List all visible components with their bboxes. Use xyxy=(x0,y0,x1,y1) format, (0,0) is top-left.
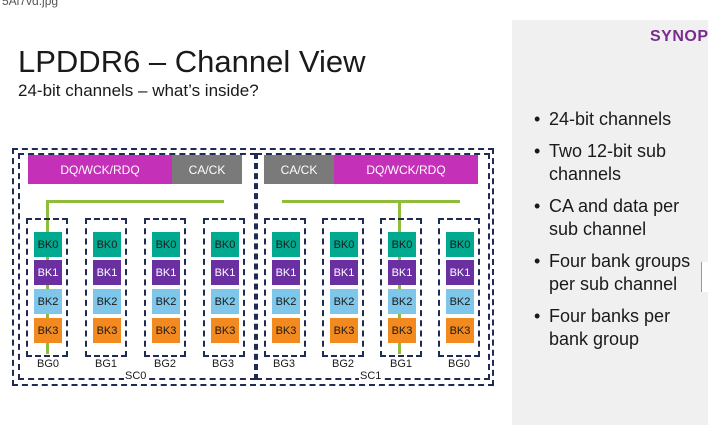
bank-group-label: BG2 xyxy=(331,358,356,370)
bullet-item: • Two 12-bit sub channels xyxy=(534,140,706,186)
bullet-dot-icon: • xyxy=(534,251,541,271)
sc0-bank-group-box xyxy=(26,218,68,357)
bank-group-label: BG2 xyxy=(153,358,178,370)
browser-top-strip: 5Ai7vd.jpg xyxy=(0,0,708,20)
bank-bk2: BK2 xyxy=(152,289,180,314)
bank-bk3: BK3 xyxy=(93,318,121,343)
sc1-bank-group-box xyxy=(264,218,306,357)
bank-bk3: BK3 xyxy=(388,318,416,343)
bank-bk2: BK2 xyxy=(446,289,474,314)
bullet-item: • Four bank groups per sub channel xyxy=(534,250,706,296)
synopsys-logo: SYNOPSY xyxy=(650,28,708,45)
bullet-item: • Four banks per bank group xyxy=(534,305,706,351)
slide-subtitle: 24-bit channels – what’s inside? xyxy=(18,81,259,100)
bank-bk1: BK1 xyxy=(152,260,180,285)
bullet-dot-icon: • xyxy=(534,306,541,326)
sc0-bank-group-box xyxy=(85,218,127,357)
bank-bk2: BK2 xyxy=(93,289,121,314)
bank-bk2: BK2 xyxy=(388,289,416,314)
bank-bk3: BK3 xyxy=(152,318,180,343)
bank-bk0: BK0 xyxy=(272,232,300,257)
bank-bk0: BK0 xyxy=(211,232,239,257)
bank-group-label: BG1 xyxy=(94,358,119,370)
filename-label: 5Ai7vd.jpg xyxy=(2,0,59,8)
bank-bk3: BK3 xyxy=(34,318,62,343)
bullet-text: Four bank groups per sub channel xyxy=(549,251,691,294)
bullet-text: 24-bit channels xyxy=(549,109,672,129)
sc0-bus-line xyxy=(46,200,224,203)
slide-side-panel xyxy=(512,20,708,425)
bank-bk1: BK1 xyxy=(330,260,358,285)
bank-group-label: BG3 xyxy=(211,358,236,370)
bank-bk2: BK2 xyxy=(211,289,239,314)
sc0-bank-group-box xyxy=(144,218,186,357)
bank-group-label: BG0 xyxy=(36,358,61,370)
subchannel-label-sc0: SC0 xyxy=(124,370,148,382)
window-edge xyxy=(701,262,708,292)
bank-bk0: BK0 xyxy=(93,232,121,257)
bank-bk1: BK1 xyxy=(211,260,239,285)
bullet-list: • 24-bit channels • Two 12-bit sub channel… xyxy=(534,108,706,360)
channel-outline xyxy=(12,148,494,386)
bullet-text: CA and data per sub channel xyxy=(549,196,680,239)
bullet-dot-icon: • xyxy=(534,109,541,129)
bank-bk2: BK2 xyxy=(272,289,300,314)
sc0-dq-bus: DQ/WCK/RDQ xyxy=(28,155,172,184)
bank-bk1: BK1 xyxy=(388,260,416,285)
bank-bk3: BK3 xyxy=(211,318,239,343)
bank-bk1: BK1 xyxy=(93,260,121,285)
bullet-text: Two 12-bit sub channels xyxy=(549,141,667,184)
sc1-bus-line xyxy=(282,200,460,203)
sc1-bank-group-box xyxy=(438,218,480,357)
bank-bk3: BK3 xyxy=(272,318,300,343)
channel-diagram: DQ/WCK/RDQ CA/CK BK0 BK1 BK2 BK3 BG0 BK0… xyxy=(12,148,494,386)
bullet-dot-icon: • xyxy=(534,196,541,216)
bank-bk3: BK3 xyxy=(330,318,358,343)
sc1-bank-group-box xyxy=(322,218,364,357)
bank-bk0: BK0 xyxy=(34,232,62,257)
slide-title: LPDDR6 – Channel View xyxy=(18,44,366,79)
bank-group-label: BG3 xyxy=(272,358,297,370)
sc1-dq-bus: DQ/WCK/RDQ xyxy=(334,155,478,184)
sc0-ca-bus: CA/CK xyxy=(172,155,242,184)
bank-bk0: BK0 xyxy=(330,232,358,257)
subchannel-label-sc1: SC1 xyxy=(359,370,383,382)
bank-bk2: BK2 xyxy=(34,289,62,314)
bank-bk1: BK1 xyxy=(272,260,300,285)
sc1-ca-bus: CA/CK xyxy=(264,155,334,184)
bank-bk3: BK3 xyxy=(446,318,474,343)
bank-group-label: BG1 xyxy=(389,358,414,370)
bank-group-label: BG0 xyxy=(447,358,472,370)
bullet-text: Four banks per bank group xyxy=(549,306,671,349)
bullet-item: • 24-bit channels xyxy=(534,108,706,131)
bank-bk1: BK1 xyxy=(34,260,62,285)
bullet-dot-icon: • xyxy=(534,141,541,161)
bank-bk0: BK0 xyxy=(388,232,416,257)
bullet-item: • CA and data per sub channel xyxy=(534,195,706,241)
bank-bk1: BK1 xyxy=(446,260,474,285)
bank-bk2: BK2 xyxy=(330,289,358,314)
bank-bk0: BK0 xyxy=(152,232,180,257)
sc0-bank-group-box xyxy=(203,218,245,357)
sc1-bank-group-box xyxy=(380,218,422,357)
bank-bk0: BK0 xyxy=(446,232,474,257)
